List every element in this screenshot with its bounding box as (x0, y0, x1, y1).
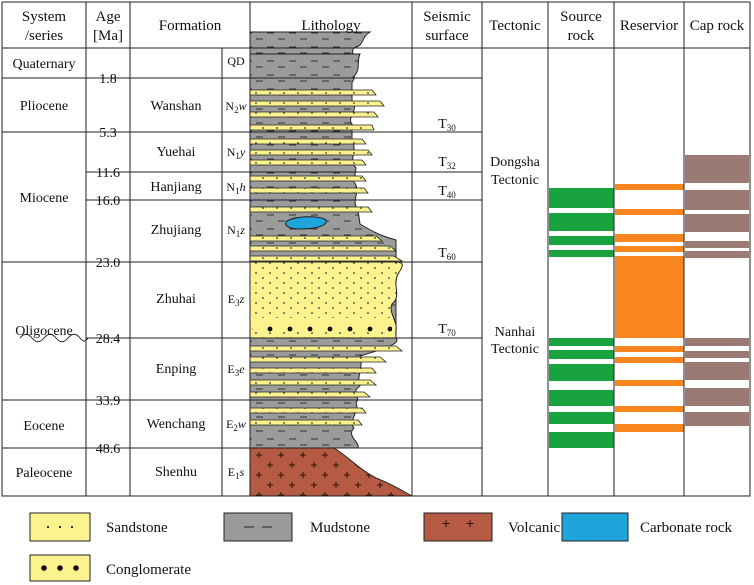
reservoir-bars (615, 184, 684, 432)
legend-label: Carbonate rock (640, 520, 733, 536)
formation-name: Hanjiang (150, 180, 201, 195)
tectonic-dongsha-line1: Dongsha (490, 155, 541, 170)
legend-label: Mudstone (310, 520, 370, 536)
legend-item-carbonate: Carbonate rock (561, 512, 733, 542)
legend-item-conglomerate: Conglomerate (29, 554, 191, 582)
header-age-line1: Age (96, 9, 121, 25)
formation-name: Zhujiang (151, 223, 202, 238)
quaternary-cap (249, 53, 361, 79)
legend-item-mudstone: Mudstone (223, 512, 370, 542)
table-grid (1, 1, 751, 497)
formation-code: E3z (228, 292, 245, 308)
age-label: 28.4 (96, 332, 121, 347)
age-label: 5.3 (99, 126, 117, 141)
seismic-surface-label: T40 (438, 184, 456, 200)
series-pliocene: Pliocene (20, 99, 68, 114)
formation-name: Shenhu (155, 465, 197, 480)
header-reservoir: Reservior (620, 18, 678, 34)
age-label: 1.8 (99, 72, 117, 87)
formation-name: Wenchang (147, 417, 206, 432)
legend-item-sandstone: Sandstone (29, 512, 168, 542)
volcanic-basement (249, 447, 413, 497)
series-oligocene: Oligocene (15, 324, 73, 339)
header-seismic-line1: Seismic (423, 9, 471, 25)
header-lithology: Lithology (301, 18, 361, 34)
unconformity-line (19, 333, 89, 343)
age-column: 1.8 5.3 11.6 16.0 23.0 28.4 33.9 48.6 (96, 72, 121, 457)
formation-code: E3e (227, 362, 245, 378)
formation-code: E1s (228, 465, 245, 481)
formation-column: Wanshan Yuehai Hanjiang Zhujiang Zhuhai … (147, 54, 247, 481)
header-age-line2: [Ma] (93, 28, 123, 44)
header-source-line1: Source (560, 9, 602, 25)
sandstone-beds (249, 89, 404, 426)
legend: Sandstone Mudstone Volcanic rocks Carbon… (29, 512, 733, 582)
legend-label: Conglomerate (106, 562, 191, 578)
formation-code: E2w (226, 417, 246, 433)
legend-label: Sandstone (106, 520, 168, 536)
age-label: 16.0 (96, 194, 121, 209)
age-label: 11.6 (96, 166, 120, 181)
header-seismic-line2: surface (425, 28, 469, 44)
formation-name: Zhuhai (156, 292, 196, 307)
seismic-surface-label: T60 (438, 246, 456, 262)
tectonic-nanhai-line1: Nanhai (495, 325, 536, 340)
header-row: System /series Age [Ma] Formation Lithol… (22, 9, 745, 44)
series-miocene: Miocene (20, 191, 69, 206)
formation-code: N1y (227, 145, 246, 161)
series-column: Quaternary Pliocene Miocene Oligocene Eo… (13, 57, 76, 481)
age-label: 48.6 (96, 442, 121, 457)
series-paleocene: Paleocene (16, 466, 73, 481)
tectonic-column: Dongsha Tectonic Nanhai Tectonic (490, 155, 541, 357)
conglomerate-bed (252, 318, 392, 332)
header-formation: Formation (159, 18, 222, 34)
formation-name: Yuehai (157, 145, 196, 160)
tectonic-nanhai-line2: Tectonic (491, 342, 539, 357)
tectonic-dongsha-line2: Tectonic (491, 173, 539, 188)
seismic-surface-label: T70 (438, 322, 456, 338)
header-cap-rock: Cap rock (690, 18, 745, 34)
series-eocene: Eocene (23, 419, 64, 434)
seismic-column: T30 T32 T40 T60 T70 (438, 117, 456, 338)
formation-code: QD (227, 54, 245, 68)
age-label: 33.9 (96, 394, 121, 409)
formation-name: Wanshan (151, 99, 202, 114)
series-quaternary: Quaternary (13, 57, 76, 72)
header-tectonic: Tectonic (489, 18, 541, 34)
lithology-column (249, 31, 413, 497)
formation-code: N1h (226, 180, 245, 196)
source-rock-bars (549, 188, 614, 448)
header-system-line2: /series (25, 28, 63, 44)
seismic-surface-label: T30 (438, 117, 456, 133)
formation-name: Enping (156, 362, 196, 377)
header-system-line1: System (22, 9, 67, 25)
cap-rock-bars (685, 155, 749, 426)
carbonate-lens (285, 216, 327, 230)
header-source-line2: rock (568, 28, 595, 44)
age-label: 23.0 (96, 256, 121, 271)
seismic-surface-label: T32 (438, 155, 456, 171)
formation-code: N1z (227, 223, 245, 239)
formation-code: N2w (225, 99, 246, 115)
